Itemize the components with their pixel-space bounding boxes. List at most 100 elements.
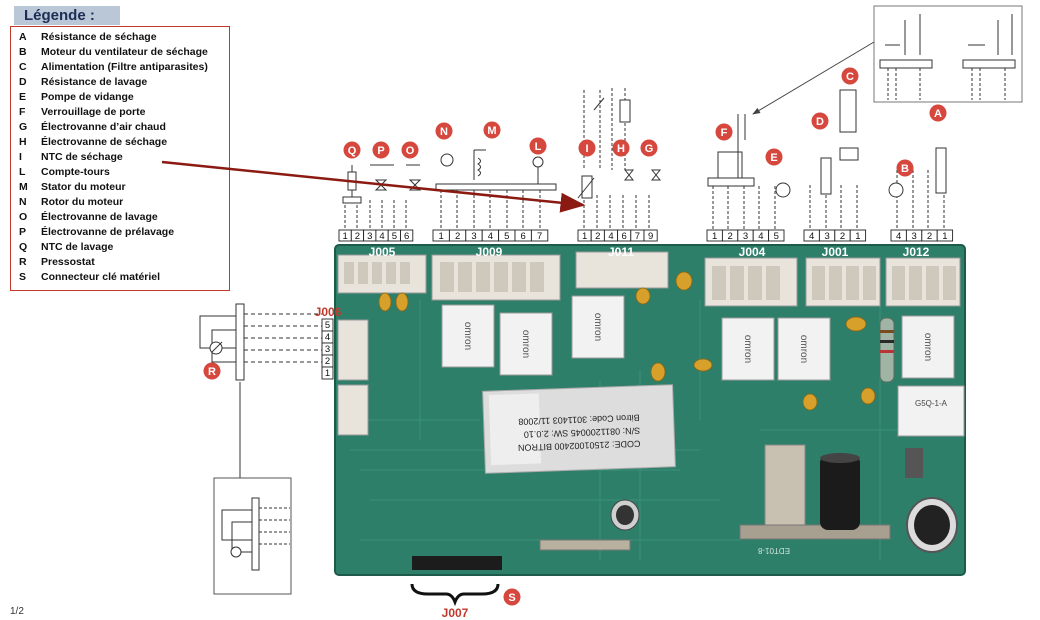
pin-number: 5 [392,231,397,242]
pin-number: 4 [379,231,384,242]
pin-number: 4 [325,332,330,343]
ntc-pointer-arrow [161,160,586,213]
pin-j005: 6 [400,229,414,242]
badge-m: M [483,121,501,139]
relay: omron [777,317,831,381]
legend-label: Électrovanne de lavage [41,211,158,223]
legend-key: A [19,31,27,43]
badge-letter: L [535,141,542,153]
legend-label: Verrouillage de porte [41,106,146,118]
badge-letter: M [487,125,496,137]
pin-number: 2 [727,231,732,242]
pin-j004: 2 [721,229,739,242]
pin-j004: 4 [752,229,770,242]
pin-j006: 1 [321,366,334,380]
legend-label: Moteur du ventilateur de séchage [41,46,208,58]
pin-number: 3 [911,231,916,242]
relay: omron [901,315,955,379]
pin-number: 2 [927,231,932,242]
legend-label: Connecteur clé matériel [41,271,161,283]
legend-label: Électrovanne de prélavage [41,226,175,238]
relay-brand: omron [798,335,809,363]
pin-j006: 3 [321,342,334,356]
pin-j009: 7 [530,229,549,242]
pin-j011: 6 [617,229,632,242]
legend-item: R Pressostat [19,256,95,268]
badge-h: H [612,139,630,157]
pin-j011: 2 [590,229,605,242]
sticker-line: S/N: 0811200045 SW: 2.0.10 [524,426,641,440]
badge-n: N [435,122,453,140]
pin-j001: 2 [834,229,851,242]
pin-number: 2 [840,231,845,242]
legend-label: Électrovanne de séchage [41,136,168,148]
pin-number: 4 [809,231,814,242]
connector-label-j009: J009 [476,245,503,259]
pin-j001: 3 [818,229,836,242]
legend-item: O Électrovanne de lavage [19,211,158,223]
legend-label: Pressostat [41,256,95,268]
pin-number: 2 [355,231,360,242]
pin-j009: 1 [432,229,450,242]
pin-number: 5 [504,231,509,242]
badge-p: P [372,141,390,159]
connector-label-j004: J004 [739,245,766,259]
pin-j005: 4 [375,229,389,242]
pin-number: 6 [521,231,526,242]
legend-key: E [19,91,27,103]
relay-brand: omron [922,333,933,361]
badge-letter: N [440,126,448,138]
legend-key: C [19,61,27,73]
legend-key: Q [19,241,28,253]
legend-key: O [19,211,28,223]
pin-number: 4 [896,231,901,242]
legend-key: G [19,121,28,133]
pin-number: 1 [325,368,330,379]
connector-label-j001: J001 [822,245,849,259]
pin-number: 3 [471,231,476,242]
legend-key: M [19,181,28,193]
pin-j006: 4 [321,330,334,344]
badge-letter: S [508,592,515,604]
pin-j011: 1 [577,229,592,242]
pin-number: 1 [439,231,444,242]
legend-title: Légende : [14,6,120,25]
badge-o: O [401,141,419,159]
relay-brand: omron [592,313,603,341]
badge-b: B [896,159,914,177]
relay-brand: omron [462,322,473,350]
badge-r: R [203,362,221,380]
pin-number: 5 [325,320,330,331]
pin-number: 4 [488,231,493,242]
pressostat-schematic [199,303,322,478]
legend-key: L [19,166,26,178]
connector-label-j012: J012 [903,245,930,259]
pin-j012: 1 [936,229,954,242]
badge-letter: H [617,143,625,155]
legend-key: R [19,256,27,268]
legend-label: NTC de lavage [41,241,114,253]
badge-letter: O [406,145,415,157]
legend-key: P [19,226,27,238]
legend-key: N [19,196,27,208]
legend-key: H [19,136,27,148]
pin-j011: 7 [630,229,645,242]
connector-label-j011: J011 [608,245,634,259]
badge-d: D [811,112,829,130]
page-number: 1/2 [10,606,24,617]
legend-item: H Électrovanne de séchage [19,136,167,148]
